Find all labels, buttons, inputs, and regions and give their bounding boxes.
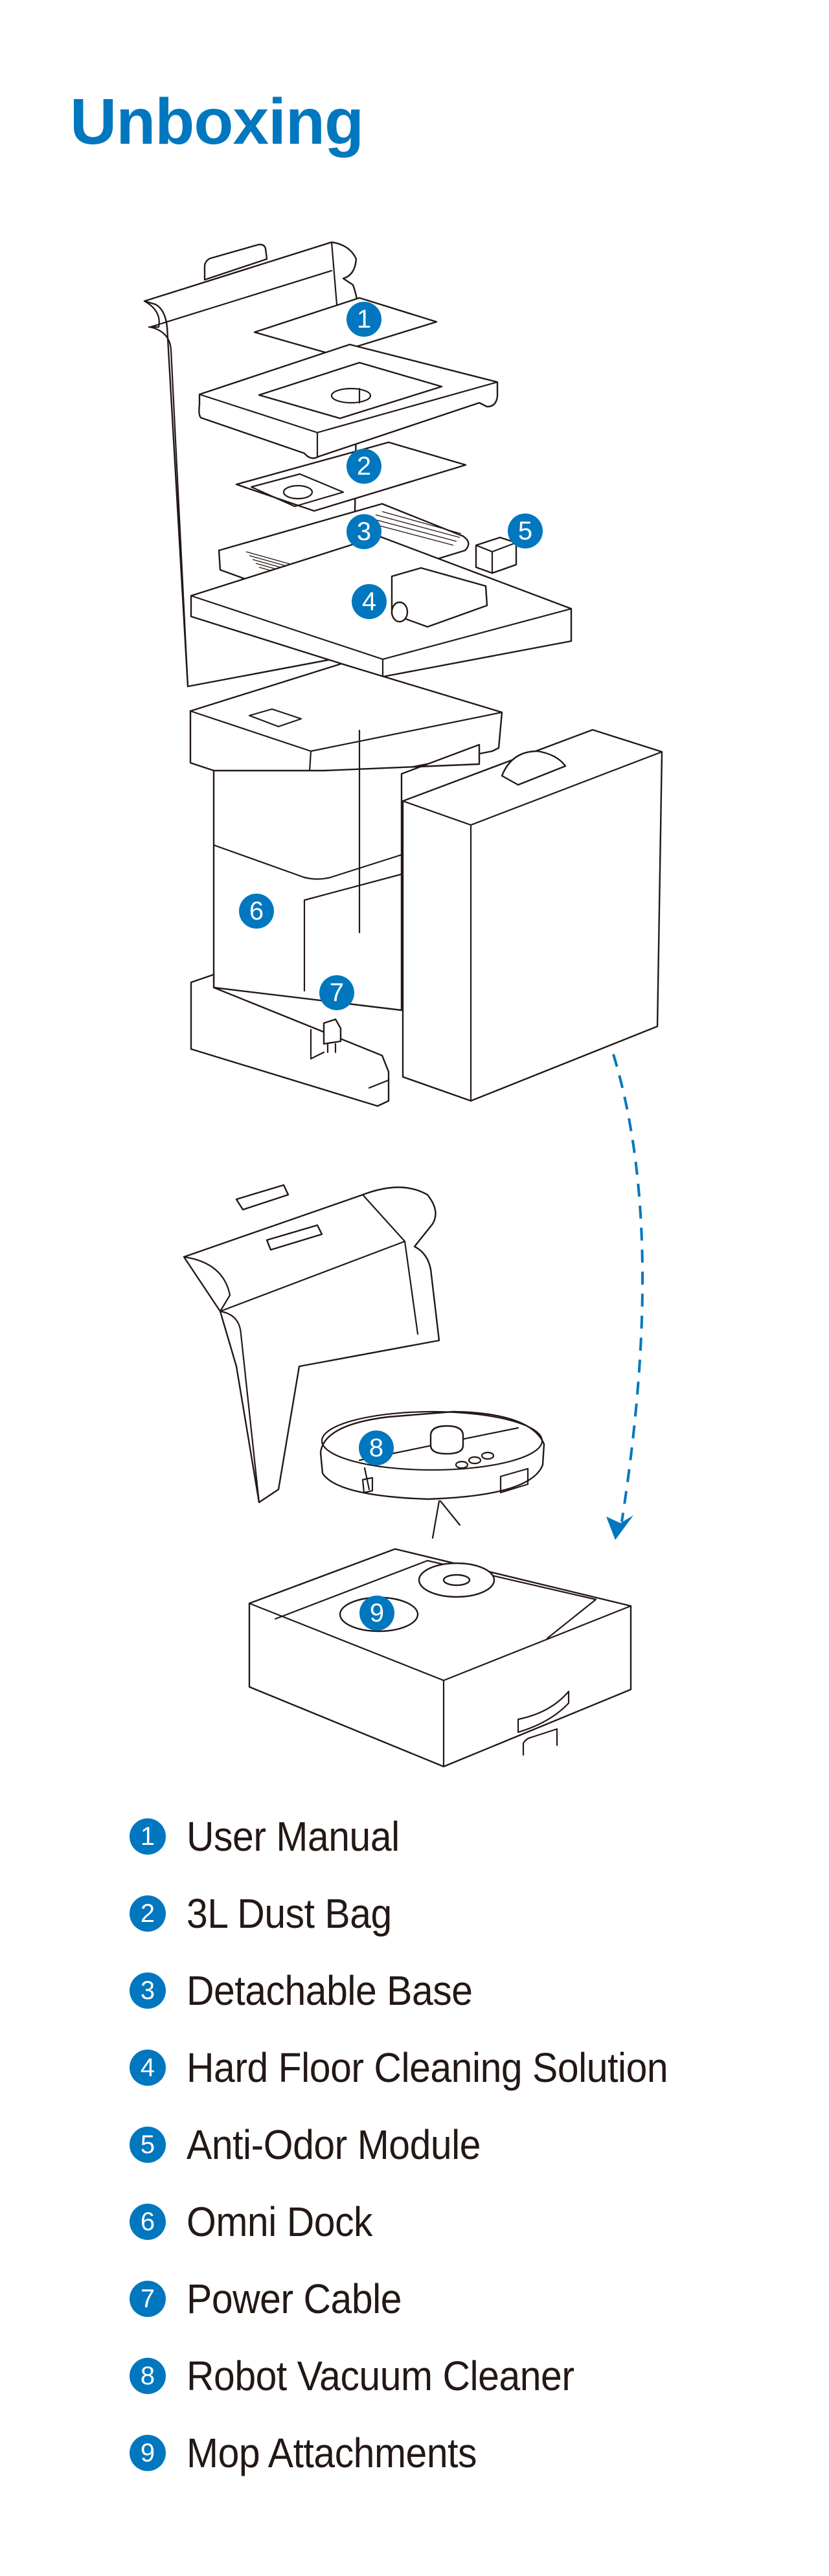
legend-label: Detachable Base: [187, 1967, 473, 2014]
number-badge: 3: [130, 1972, 166, 2009]
number-badge: 5: [130, 2127, 166, 2163]
unboxing-illustration: [143, 241, 663, 1768]
legend-label: 3L Dust Bag: [187, 1890, 392, 1937]
number-badge: 7: [130, 2281, 166, 2317]
callout-9-badge: 9: [359, 1596, 394, 1631]
legend-label: User Manual: [187, 1813, 400, 1860]
callout-8-badge: 8: [359, 1430, 394, 1465]
legend-label: Omni Dock: [187, 2198, 373, 2245]
legend-label: Hard Floor Cleaning Solution: [187, 2044, 668, 2091]
callout-2-badge: 2: [346, 449, 381, 484]
robot-vacuum: [319, 1410, 545, 1539]
callout-3-badge: 3: [346, 514, 381, 549]
callout-1-badge: 1: [346, 302, 381, 337]
cleaning-solution-bottle: [391, 567, 488, 628]
legend-label: Robot Vacuum Cleaner: [187, 2353, 574, 2399]
legend-item: 3 Detachable Base: [130, 1967, 497, 2014]
legend-item: 6 Omni Dock: [130, 2198, 389, 2245]
power-cable: [323, 1018, 342, 1054]
number-badge: 6: [130, 2204, 166, 2240]
legend-label: Mop Attachments: [187, 2430, 477, 2476]
callout-7-badge: 7: [319, 975, 354, 1010]
legend-item: 2 3L Dust Bag: [130, 1890, 409, 1937]
legend-item: 7 Power Cable: [130, 2276, 420, 2322]
legend-item: 8 Robot Vacuum Cleaner: [130, 2353, 608, 2399]
dock-bottom-tray: [190, 973, 390, 1107]
callout-5-badge: 5: [508, 514, 543, 548]
number-badge: 9: [130, 2435, 166, 2471]
legend-item: 4 Hard Floor Cleaning Solution: [130, 2044, 710, 2091]
callout-4-badge: 4: [352, 584, 387, 619]
legend-item: 1 User Manual: [130, 1813, 418, 1860]
number-badge: 2: [130, 1895, 166, 1932]
legend-label: Power Cable: [187, 2276, 402, 2322]
legend-item: 5 Anti-Odor Module: [130, 2121, 506, 2168]
number-badge: 8: [130, 2358, 166, 2394]
callout-6-badge: 6: [239, 894, 274, 929]
omni-dock: [212, 729, 481, 1011]
number-badge: 1: [130, 1818, 166, 1855]
robot-box: [402, 729, 663, 1102]
dashed-curved-arrow-icon: [606, 1054, 644, 1540]
packaging-tray: [198, 343, 499, 459]
anti-odor-module: [475, 536, 517, 574]
legend-item: 9 Mop Attachments: [130, 2430, 502, 2476]
robot-box-base: [248, 1548, 632, 1768]
user-manual-sheet: [253, 297, 438, 356]
page-title: Unboxing: [70, 85, 364, 158]
robot-box-open-lid: [183, 1184, 440, 1504]
number-badge: 4: [130, 2050, 166, 2086]
legend-label: Anti-Odor Module: [187, 2121, 481, 2168]
